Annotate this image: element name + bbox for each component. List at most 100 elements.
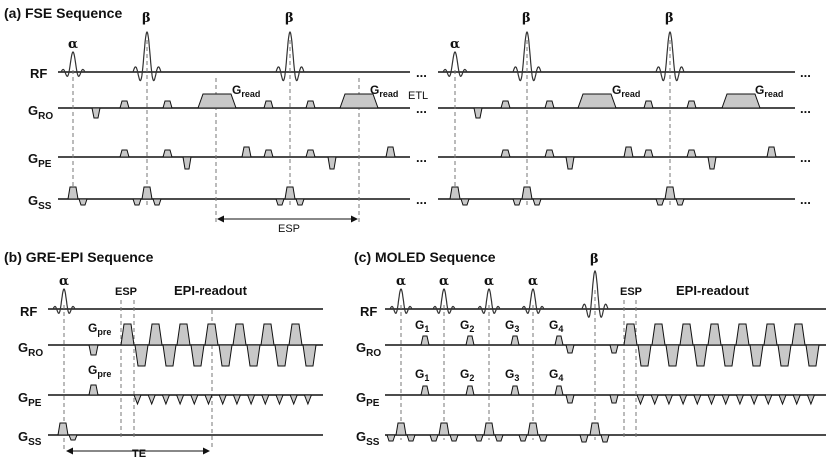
pe-blip [693, 394, 702, 406]
alpha-label: α [484, 274, 494, 289]
pe-lobe [686, 149, 697, 158]
panel-b-gre-epi: (b) GRE-EPI Sequence RF GRO GPE GSS α ES… [4, 249, 323, 460]
panel-a-gro-label: GRO [28, 103, 53, 122]
pe-blip [232, 394, 242, 406]
ro-crusher-lobe [643, 100, 654, 109]
ss-lobe [141, 186, 153, 200]
ss-crusher-lobe [132, 198, 142, 206]
ro-crusher-lobe [609, 344, 619, 354]
ro-prephaser-lobe [91, 107, 101, 119]
panel-a-gss-label: GSS [28, 193, 52, 212]
mole-ro-lobe [465, 335, 475, 346]
gread-label: Gread [755, 83, 783, 99]
mole-ro-lobe [510, 335, 520, 346]
pe-blip [190, 394, 199, 406]
epi-readout-lobe [651, 323, 666, 346]
epi-readout-lobe [665, 344, 680, 367]
epi-readout-lobe [735, 323, 750, 346]
te-label: TE [132, 448, 146, 460]
esp-label: ESP [115, 286, 137, 298]
pe-blip [204, 394, 213, 406]
epi-readout-lobe [246, 344, 261, 367]
pe-blip [275, 394, 284, 406]
pe-lobe [707, 156, 717, 170]
ellipsis-a3: ... [416, 150, 427, 165]
pe-blip [147, 394, 156, 406]
pe-blip [303, 394, 313, 406]
panel-a-rf-label: RF [30, 66, 47, 81]
ellipsis-a5: ... [800, 65, 811, 80]
ss-rephase-lobe [449, 434, 459, 442]
gread-lobe [577, 93, 617, 109]
alpha-label: α [528, 274, 538, 289]
epi-readout-lobe [162, 344, 177, 367]
ro-crusher-lobe [263, 100, 274, 109]
ss-lobe [438, 422, 450, 436]
alpha-label: α [59, 274, 69, 289]
epi-readout-lobe [260, 323, 275, 346]
ss-rephase-lobe [538, 434, 548, 442]
g2-label: G2 [460, 367, 474, 383]
pe-lobe [305, 149, 316, 158]
beta-pulse [581, 269, 609, 318]
panel-b-rf-label: RF [20, 304, 37, 319]
g1-label: G1 [415, 318, 429, 334]
epi-readout-label: EPI-readout [676, 283, 750, 298]
ss-lobe [483, 422, 495, 436]
g3-label: G3 [505, 318, 519, 334]
pe-lobe [327, 156, 337, 170]
pe-blip [778, 394, 787, 406]
etl-label: ETL [408, 90, 428, 102]
alpha-pulse [52, 288, 76, 314]
panel-c-gpe-label: GPE [356, 390, 380, 409]
alpha-pulse [60, 51, 86, 77]
ss-rephase-lobe [295, 198, 305, 206]
epi-readout-lobe [232, 323, 247, 346]
ss-rephase-lobe [675, 198, 685, 206]
pe-crusher-lobe [565, 394, 575, 404]
pe-blip [664, 394, 674, 406]
pe-blip [721, 394, 730, 406]
panel-a-gradient-lobes [67, 93, 777, 206]
g4-label: G4 [549, 367, 563, 383]
ss-rephase-lobe [494, 434, 504, 442]
ss-crusher-lobe [275, 198, 285, 206]
ss-crusher-lobe [474, 434, 484, 442]
beta-pulse [512, 30, 542, 82]
panel-b-gss-label: GSS [18, 429, 42, 448]
pe-lobe [500, 149, 511, 158]
ss-lobe [284, 186, 296, 200]
pe-blip [161, 394, 171, 406]
epi-readout-lobe [777, 344, 792, 367]
pe-blip [650, 394, 659, 406]
epi-readout-lobe [749, 344, 764, 367]
epi-readout-lobe [288, 323, 303, 346]
pe-lobe [263, 149, 274, 158]
epi-readout-lobe [148, 323, 163, 346]
mole-ro-lobe [554, 335, 564, 346]
pe-blip [707, 394, 716, 406]
beta-label: β [142, 11, 151, 26]
mole-ro-lobe [420, 335, 430, 346]
mole-pe-lobe [554, 385, 564, 396]
pe-lobe [162, 149, 173, 158]
pe-lobe [182, 156, 192, 170]
ss-lobe [521, 186, 533, 200]
pe-lobe [385, 146, 396, 158]
pe-blip [678, 394, 688, 406]
beta-pulse [275, 30, 305, 82]
ss-rephase-lobe [406, 434, 416, 442]
beta-label: β [522, 11, 531, 26]
ss-crusher-lobe [579, 434, 589, 443]
epi-readout-lobe [637, 344, 652, 367]
ss-lobe [589, 422, 601, 436]
ro-crusher-lobe [500, 100, 511, 109]
panel-a-title: (a) FSE Sequence [4, 5, 122, 21]
epi-readout-lobe [204, 323, 219, 346]
ellipsis-a8: ... [800, 192, 811, 207]
ss-crusher-lobe [600, 434, 610, 443]
mole-pe-lobe [465, 385, 475, 396]
ellipsis-a2: ... [416, 101, 427, 116]
panel-a-fse: (a) FSE Sequence RF GRO GPE GSS ... ... … [4, 5, 811, 235]
panel-c-rf-pulses [389, 269, 609, 318]
